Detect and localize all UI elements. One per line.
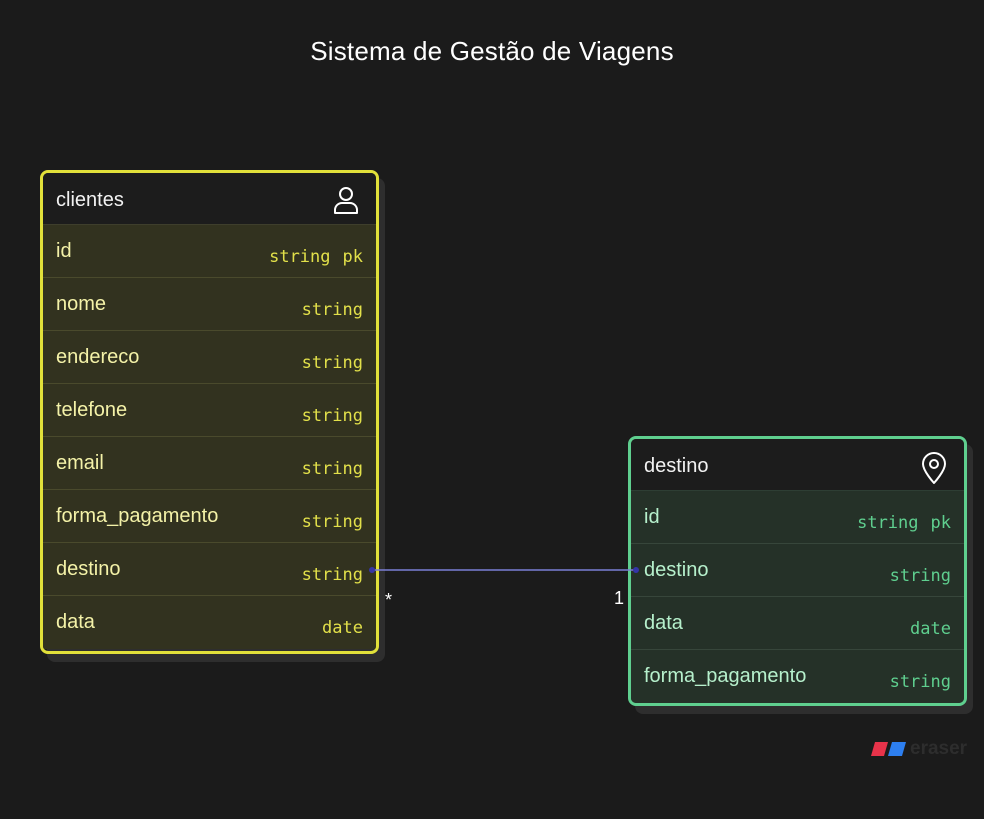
field-row[interactable]: forma_pagamento string [43, 490, 376, 543]
field-row[interactable]: endereco string [43, 331, 376, 384]
connector-endpoint [633, 567, 639, 573]
field-row[interactable]: data date [631, 597, 964, 650]
table-header[interactable]: destino [631, 439, 964, 491]
field-row[interactable]: destino string [631, 544, 964, 597]
field-name: data [56, 611, 95, 633]
field-row[interactable]: data date [43, 596, 376, 649]
eraser-logo-icon [871, 741, 907, 762]
pk-badge: pk [930, 513, 951, 533]
field-row[interactable]: telefone string [43, 384, 376, 437]
user-icon [332, 185, 360, 220]
field-name: destino [56, 558, 121, 580]
pk-badge: pk [342, 247, 363, 267]
field-name: id [56, 240, 72, 262]
field-name: nome [56, 293, 107, 315]
eraser-logo-text: eraser [910, 738, 968, 759]
cardinality-one: 1 [614, 588, 625, 608]
table-header[interactable]: clientes [43, 173, 376, 225]
connector-endpoint [369, 567, 375, 573]
map-pin-icon [920, 451, 948, 490]
table-name: clientes [56, 189, 124, 211]
field-type: string [301, 353, 363, 373]
table-name: destino [644, 455, 709, 477]
field-row[interactable]: forma_pagamento string [631, 650, 964, 703]
field-name: forma_pagamento [644, 665, 807, 687]
field-name: email [56, 452, 104, 474]
field-type: string [889, 566, 951, 586]
field-type: string [889, 672, 951, 692]
field-type: string [301, 565, 363, 585]
field-row[interactable]: email string [43, 437, 376, 490]
field-type: string [301, 300, 363, 320]
field-name: id [644, 506, 660, 528]
field-type: date [322, 618, 363, 638]
field-row[interactable]: nome string [43, 278, 376, 331]
field-type: string [301, 406, 363, 426]
field-name: forma_pagamento [56, 505, 219, 527]
field-type: string [301, 512, 363, 532]
field-name: data [644, 612, 683, 634]
field-row[interactable]: destino string [43, 543, 376, 596]
diagram-title: Sistema de Gestão de Viagens [310, 36, 674, 66]
cardinality-many: * [385, 590, 393, 610]
field-name: telefone [56, 399, 128, 421]
field-type: string [301, 459, 363, 479]
field-name: endereco [56, 346, 140, 368]
field-name: destino [644, 559, 709, 581]
field-type: date [910, 619, 951, 639]
